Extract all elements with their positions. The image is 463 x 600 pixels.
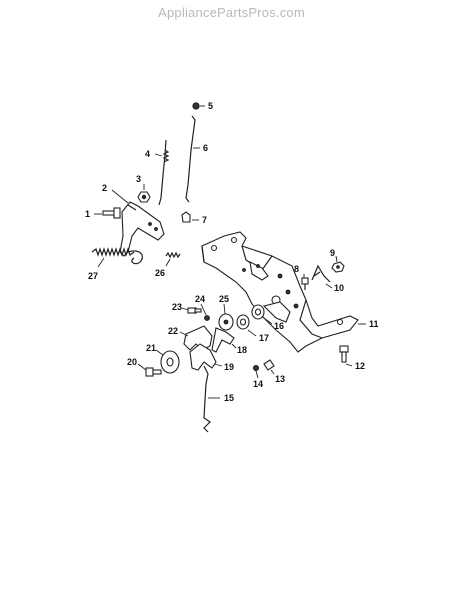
part-26-small-spring: 26	[155, 251, 181, 278]
part-22-bracket: 22	[168, 325, 213, 351]
svg-text:14: 14	[253, 379, 263, 389]
svg-text:26: 26	[155, 268, 165, 278]
svg-text:20: 20	[127, 357, 137, 367]
part-27-spring: 27	[88, 247, 143, 281]
part-13-clip: 13	[263, 359, 285, 384]
svg-text:15: 15	[224, 393, 234, 403]
svg-text:21: 21	[146, 343, 156, 353]
svg-text:3: 3	[136, 174, 141, 184]
svg-text:2: 2	[102, 183, 107, 193]
svg-text:1: 1	[85, 209, 90, 219]
svg-text:9: 9	[330, 248, 335, 258]
part-14-screw: 14	[252, 364, 263, 389]
svg-text:12: 12	[355, 361, 365, 371]
svg-text:24: 24	[195, 294, 205, 304]
part-11-mounting-bracket: 11	[201, 231, 379, 353]
svg-text:23: 23	[172, 302, 182, 312]
part-1-bolt: 1	[85, 207, 121, 219]
part-23-screw: 23	[172, 302, 202, 314]
svg-text:27: 27	[88, 271, 98, 281]
part-24-pin: 24	[195, 294, 210, 321]
part-7-clip: 7	[181, 211, 207, 225]
part-25-cam: 25	[218, 294, 234, 331]
part-17-washer: 17	[236, 314, 269, 343]
svg-text:18: 18	[237, 345, 247, 355]
part-9-nut: 9	[330, 248, 345, 273]
svg-text:10: 10	[334, 283, 344, 293]
part-10-spring-clip: 10	[311, 264, 344, 293]
part-3-hex-nut: 3	[136, 174, 151, 203]
svg-text:4: 4	[145, 149, 150, 159]
part-4-spring-rod: 4	[145, 139, 170, 206]
part-6-control-rod: 6	[185, 115, 208, 203]
svg-text:5: 5	[208, 101, 213, 111]
svg-text:13: 13	[275, 374, 285, 384]
part-20-bolt: 20	[127, 357, 162, 377]
svg-text:8: 8	[294, 264, 299, 274]
svg-text:25: 25	[219, 294, 229, 304]
svg-text:11: 11	[369, 319, 379, 329]
part-8-screw: 8	[294, 264, 309, 290]
part-21-washer-plate: 21	[146, 343, 180, 374]
part-2-throttle-lever: 2	[102, 183, 165, 257]
svg-text:19: 19	[224, 362, 234, 372]
watermark-text: AppliancePartsPros.com	[158, 5, 305, 20]
svg-text:17: 17	[259, 333, 269, 343]
part-16-washer: 16	[251, 304, 284, 331]
svg-text:6: 6	[203, 143, 208, 153]
svg-text:22: 22	[168, 326, 178, 336]
svg-text:16: 16	[274, 321, 284, 331]
part-19-governor-arm: 19	[189, 343, 234, 372]
part-5-nut: 5	[192, 101, 213, 111]
svg-text:7: 7	[202, 215, 207, 225]
part-12-screw: 12	[339, 345, 365, 371]
part-18-lever: 18	[211, 327, 247, 355]
part-15-link-rod: 15	[203, 365, 234, 433]
